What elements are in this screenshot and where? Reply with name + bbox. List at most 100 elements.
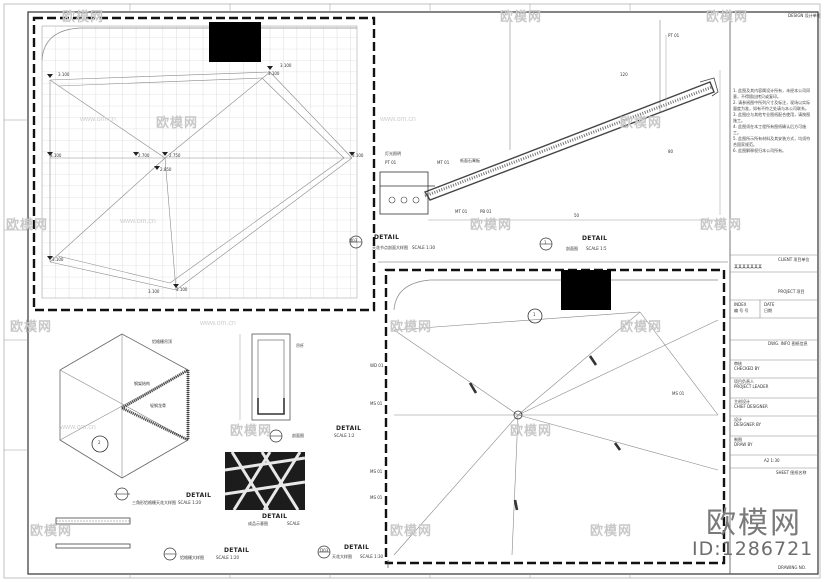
- date-cn: 日期: [764, 308, 772, 313]
- ceiling-detail-boundary: [384, 268, 726, 565]
- watermark-brand: 欧模网: [470, 217, 513, 232]
- hex-detail-scale: SCALE 1:20: [178, 500, 202, 505]
- text-steel: 轻钢龙骨: [150, 403, 166, 408]
- note-line: 1. 此图及其内容属设计所有，未经本公司同意，不得擅自拷贝或复印。: [733, 88, 811, 99]
- callout-ms01-d: MS 01: [672, 391, 685, 396]
- inner-frame: [27, 11, 819, 575]
- profile-detail-title: DETAIL: [224, 547, 250, 554]
- dim-120: 120: [620, 72, 628, 77]
- sheet-label: SHEET 图纸名称: [776, 470, 807, 475]
- checked-label: CHECKED BY: [734, 366, 760, 371]
- drawn-label: DRAW BY: [734, 442, 753, 447]
- watermark-big-brand: 欧模网: [706, 506, 802, 541]
- watermark-brand: 欧模网: [156, 115, 199, 130]
- scale-value: A2 1:30: [764, 458, 780, 463]
- index-cn: 编 号 号: [734, 308, 749, 313]
- section-detail-sub: 天花节点剖面大样图: [372, 245, 408, 250]
- level-label: 3.100: [148, 289, 160, 294]
- note-line: 6. 此图解释权归本公司所有。: [733, 148, 787, 153]
- level-label: 2.700: [138, 153, 150, 158]
- outer-frame: [3, 3, 821, 579]
- column-block: [209, 22, 261, 62]
- callout-pb01: PB 01: [480, 209, 492, 214]
- note-line: 5. 此图所示所有材料及其安装方式，均须符合国家规范。: [733, 136, 811, 147]
- cut-detail-scale: SCALE 1:5: [586, 246, 607, 251]
- callout-mt01: MT 01: [437, 160, 450, 165]
- cut-marker-1: 1: [544, 240, 547, 245]
- watermark-brand: 欧模网: [390, 319, 433, 334]
- drawing-label: DRAWING NO.: [778, 565, 806, 570]
- hex-detail-title: DETAIL: [186, 492, 212, 499]
- watermark-brand: 欧模网: [10, 319, 53, 334]
- column-block-2: [561, 270, 611, 310]
- level-label: 3.100: [268, 71, 280, 76]
- callout-ms01-b: MS 01: [370, 469, 383, 474]
- dim-50: 50: [574, 213, 580, 218]
- note-line: 2. 请参阅图中所列尺寸及标注，现场以实际量度为准，如有不符之处请与本公司联系。: [733, 100, 811, 111]
- box-detail-scale: SCALE 1:2: [334, 433, 355, 438]
- callout-pt01-b: PT 01: [385, 160, 397, 165]
- big-detail-sub: 天花大样图: [332, 554, 352, 559]
- callout-ms01-c: MS 01: [370, 495, 383, 500]
- client-value: 某某某某某某某: [734, 264, 762, 269]
- watermark-url: www.om.cn: [60, 424, 96, 431]
- watermark-url: www.om.cn: [200, 320, 236, 327]
- project-label: PROJECT 项目: [778, 289, 805, 294]
- watermark-url: www.om.cn: [80, 116, 116, 123]
- section-detail-scale: SCALE 1:30: [412, 245, 436, 250]
- level-label: 3.100: [58, 72, 70, 77]
- text-ceiling: 纸面石膏板: [460, 158, 480, 163]
- section-detail-title: DETAIL: [374, 234, 400, 241]
- watermark-brand: 欧模网: [30, 523, 73, 538]
- client-label: CLIENT 项目单位: [778, 257, 810, 262]
- photo-detail-scale: SCALE: [287, 521, 300, 526]
- watermark-brand: 欧模网: [620, 319, 663, 334]
- callout-wd01: WD 01: [370, 363, 384, 368]
- level-label: 2.750: [169, 153, 181, 158]
- callout-mt01-b: MT 01: [455, 209, 468, 214]
- callout-ms01: MS 01: [370, 401, 383, 406]
- level-label: 3.100: [280, 63, 292, 68]
- watermark-id: ID:1286721: [692, 538, 814, 560]
- index-label: INDEX: [734, 302, 747, 307]
- note-line: 3. 此图应与其他专业图纸配合使用，请按图施工。: [733, 112, 811, 123]
- watermark-brand: 欧模网: [6, 217, 49, 232]
- watermark-brand: 欧模网: [510, 423, 553, 438]
- big-detail-title: DETAIL: [344, 544, 370, 551]
- photo-detail-title: DETAIL: [262, 513, 288, 520]
- text-hook: 吊杆: [296, 343, 304, 348]
- text-grid: 铝格栅吊顶: [152, 339, 172, 344]
- box-detail-title: DETAIL: [336, 425, 362, 432]
- design-label: DESIGN 设计单位: [788, 13, 821, 18]
- dim-80: 80: [668, 149, 674, 154]
- big-detail-scale: SCALE 1:30: [360, 554, 384, 559]
- watermark-brand: 欧模网: [500, 9, 543, 24]
- level-label: 2.850: [160, 167, 172, 172]
- profile-detail-sub: 铝格栅大样图: [180, 555, 204, 560]
- dwg-info-label: DWG. INFO 图纸信息: [768, 341, 808, 346]
- drawn-cn: 制图: [734, 437, 742, 442]
- date-label: DATE: [764, 302, 775, 307]
- plan-boundary: [32, 16, 376, 312]
- designer-cn: 主创设计: [734, 399, 750, 404]
- level-label: 3.100: [352, 153, 364, 158]
- box-detail-sub: 剖面图: [292, 433, 304, 438]
- design-by-cn: 设计: [734, 417, 742, 422]
- watermark-brand: 欧模网: [620, 115, 663, 130]
- watermark-brand: 欧模网: [706, 9, 749, 24]
- level-label: 3.100: [52, 257, 64, 262]
- text-light: 灯光照明: [385, 151, 401, 156]
- hex-detail-sub: 三角形铝格栅天花大样图: [132, 500, 176, 505]
- watermark-brand: 欧模网: [700, 217, 743, 232]
- callout-pt01: PT 01: [668, 33, 680, 38]
- watermark-url: www.om.cn: [380, 116, 416, 123]
- cut-detail-title: DETAIL: [582, 235, 608, 242]
- profile-detail-scale: SCALE 1:20: [216, 555, 240, 560]
- product-photo: [224, 451, 306, 511]
- leader-cn: 项目负责人: [734, 379, 754, 384]
- big-marker: 1: [533, 312, 536, 317]
- general-notes: 1. 此图及其内容属设计所有，未经本公司同意，不得擅自拷贝或复印。 2. 请参阅…: [733, 88, 811, 154]
- hex-marker: 2: [98, 440, 101, 445]
- level-label: 3.100: [50, 153, 62, 158]
